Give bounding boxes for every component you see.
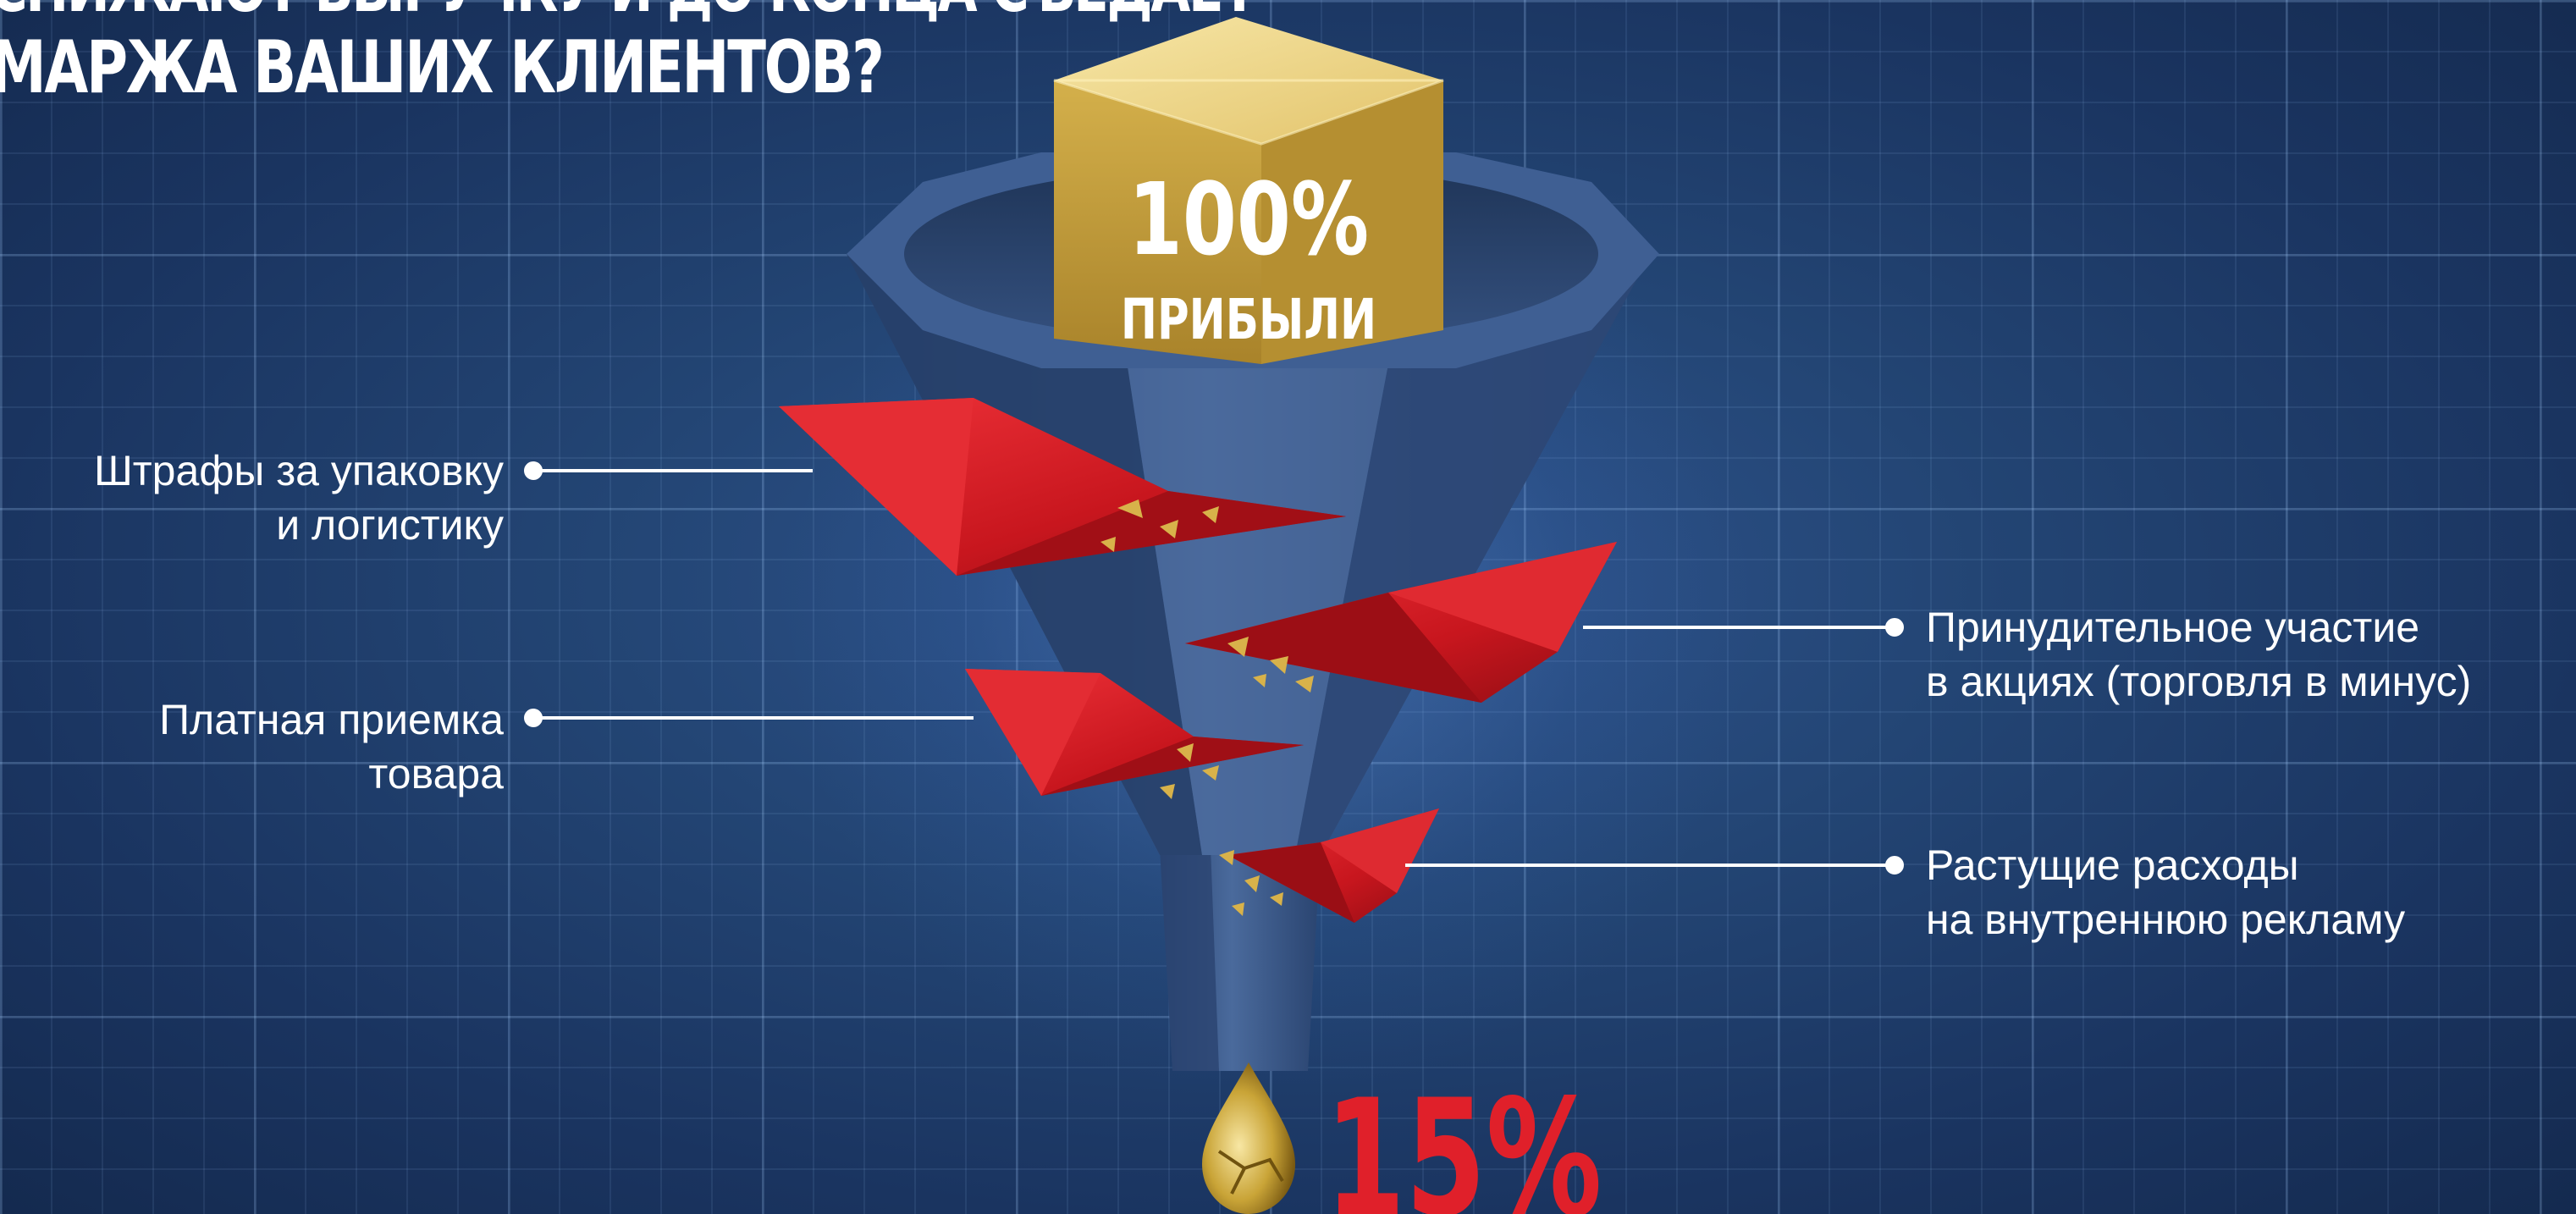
cube-percent: 100% <box>1128 162 1369 278</box>
factor-ad-costs-line1: Растущие расходы <box>1926 842 2299 889</box>
red-blade-1 <box>779 398 1346 576</box>
connector-lines <box>524 461 1904 875</box>
factor-packaging-fines: Штрафы за упаковку и логистику <box>94 444 504 552</box>
factor-forced-promotions-line1: Принудительное участие <box>1926 604 2420 651</box>
factor-ad-costs-line2: на внутреннюю рекламу <box>1926 896 2406 943</box>
factor-paid-acceptance-line2: товара <box>368 750 504 797</box>
red-blade-3 <box>965 669 1304 796</box>
factor-packaging-fines-line1: Штрафы за упаковку <box>93 447 504 494</box>
gold-cube: 100% ПРИБЫЛИ <box>1053 17 1444 364</box>
factor-paid-acceptance-line1: Платная приемка <box>159 696 504 743</box>
gold-crumbs <box>1100 499 1314 916</box>
red-blade-2 <box>1185 542 1617 703</box>
red-blade-4 <box>1227 808 1439 923</box>
title-line-1: СНИЖАЮТ ВЫРУЧКУ И ДО КОНЦА СЪЕДАЕТ <box>0 0 1257 27</box>
factor-ad-costs: Растущие расходы на внутреннюю рекламу <box>1926 838 2405 946</box>
factor-forced-promotions: Принудительное участие в акциях (торговл… <box>1926 600 2471 709</box>
title-line-2: МАРЖА ВАШИХ КЛИЕНТОВ? <box>0 25 885 110</box>
factor-packaging-fines-line2: и логистику <box>276 501 504 549</box>
factor-paid-acceptance: Платная приемка товара <box>159 693 504 801</box>
factor-forced-promotions-line2: в акциях (торговля в минус) <box>1926 658 2472 705</box>
cube-caption: ПРИБЫЛИ <box>1121 287 1376 352</box>
result-percent: 15% <box>1325 1065 1602 1214</box>
gold-drop-icon <box>1202 1062 1295 1214</box>
